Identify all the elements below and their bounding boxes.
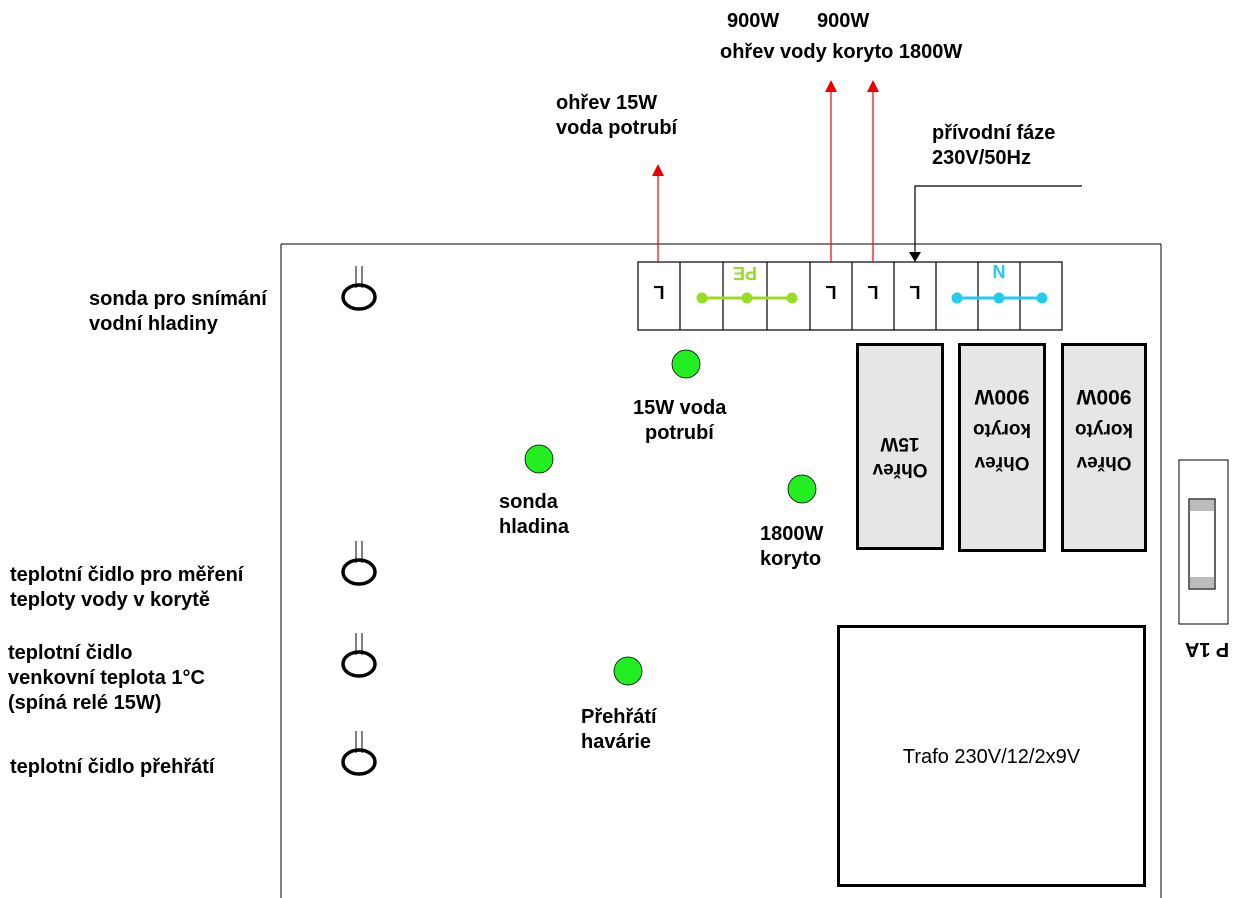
outdoor-temp-sensor-icon (341, 633, 377, 678)
phase-arrowhead (909, 252, 921, 262)
label-led-level: sonda hladina (499, 491, 570, 538)
transformer-label: Trafo 230V/12/2x9V (902, 746, 1081, 768)
label-overheat-sensor: teplotní čidlo přehřátí (10, 756, 215, 778)
relay-15w-label: Ohřev 15W (872, 433, 928, 480)
label-trough-heating: ohřev vody koryto 1800W (720, 41, 963, 63)
led-level (524, 444, 554, 474)
relay-900w-1-label: Ohřev koryto 900W (972, 385, 1032, 473)
label-water-temp-sensor: teplotní čidlo pro měření teploty vody v… (10, 564, 244, 611)
terminal-l-4: L (909, 282, 921, 302)
label-fuse: P 1A (1184, 638, 1230, 660)
water-temp-sensor-icon (341, 541, 377, 586)
label-led-15w-pipe: 15W voda potrubí (633, 397, 727, 444)
terminal-l-2: L (825, 282, 837, 302)
led-overheat (613, 656, 643, 686)
fuse-icon (1188, 498, 1216, 590)
relay-900w-2: Ohřev koryto 900W (1061, 343, 1147, 552)
label-pipe-heating: ohřev 15W voda potrubí (556, 92, 678, 139)
led-15w-pipe (671, 349, 701, 379)
terminal-l-1: L (653, 282, 665, 302)
level-sensor-icon (341, 266, 377, 311)
terminal-dividers (679, 262, 1021, 330)
terminal-block (637, 261, 1063, 331)
label-outdoor-temp-sensor: teplotní čidlo venkovní teplota 1°C (spí… (8, 642, 205, 714)
led-1800w-trough (787, 474, 817, 504)
label-900w-right: 900W (817, 10, 870, 32)
relay-15w: Ohřev 15W (856, 343, 944, 550)
terminal-l-3: L (867, 282, 879, 302)
pe-bus (696, 292, 798, 304)
n-bus (951, 292, 1048, 304)
phase-supply-line (914, 185, 1082, 252)
label-level-sensor: sonda pro snímání vodní hladiny (89, 288, 267, 335)
label-led-1800w-trough: 1800W koryto (760, 523, 824, 570)
relay-900w-2-label: Ohřev koryto 900W (1074, 385, 1134, 473)
label-led-overheat: Přehřátí havárie (581, 706, 657, 753)
label-900w-left: 900W (727, 10, 780, 32)
n-label: N (992, 262, 1006, 282)
overheat-sensor-icon (341, 731, 377, 776)
pe-label: PE (733, 263, 758, 283)
label-phase-supply: přívodní fáze 230V/50Hz (932, 122, 1056, 169)
transformer: Trafo 230V/12/2x9V (837, 625, 1146, 887)
relay-900w-1: Ohřev koryto 900W (958, 343, 1046, 552)
